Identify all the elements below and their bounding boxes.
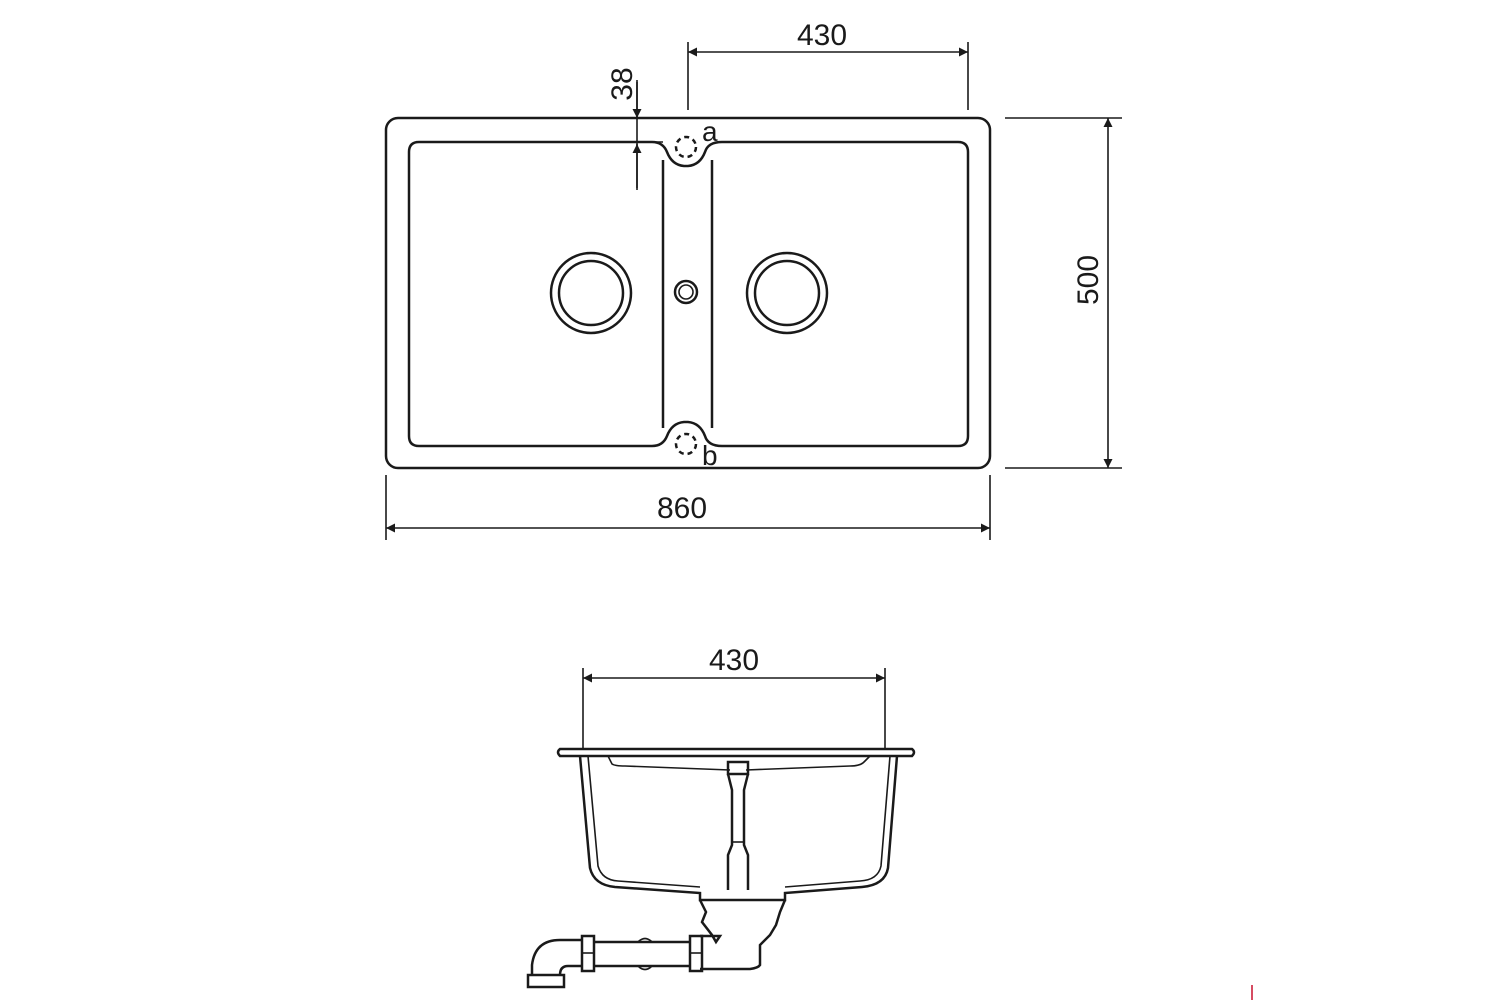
overflow-pipe	[726, 760, 750, 890]
bowl-inner	[587, 755, 891, 888]
top-view: a b 430 38 500 860	[384, 19, 1122, 540]
sink-outline	[384, 116, 992, 470]
left-bowl	[407, 140, 970, 448]
overflow-icon	[673, 279, 699, 305]
bowl-width-label: 430	[797, 19, 847, 52]
point-b-label: b	[702, 440, 718, 471]
section-bowl-width-label: 430	[709, 644, 759, 677]
dimension-430-top	[687, 42, 969, 110]
left-drain-icon	[549, 251, 633, 335]
dimension-38	[630, 80, 663, 190]
sink-rim	[556, 747, 916, 758]
section-view: 430	[526, 644, 916, 989]
trap	[698, 899, 787, 971]
offset-label: 38	[606, 67, 639, 100]
depth-label: 500	[1072, 255, 1105, 305]
bowl-outer	[578, 755, 899, 902]
point-a-label: a	[702, 116, 718, 147]
drain-pipe	[526, 934, 704, 989]
dimension-430-section	[582, 668, 886, 748]
dimension-860	[385, 475, 991, 540]
dimension-500	[1005, 117, 1122, 469]
width-label: 860	[657, 492, 707, 525]
tap-hole-b-icon	[674, 432, 698, 456]
right-drain-icon	[745, 251, 829, 335]
bowl-floor-inner	[607, 755, 871, 771]
tap-hole-a-icon	[674, 135, 698, 159]
